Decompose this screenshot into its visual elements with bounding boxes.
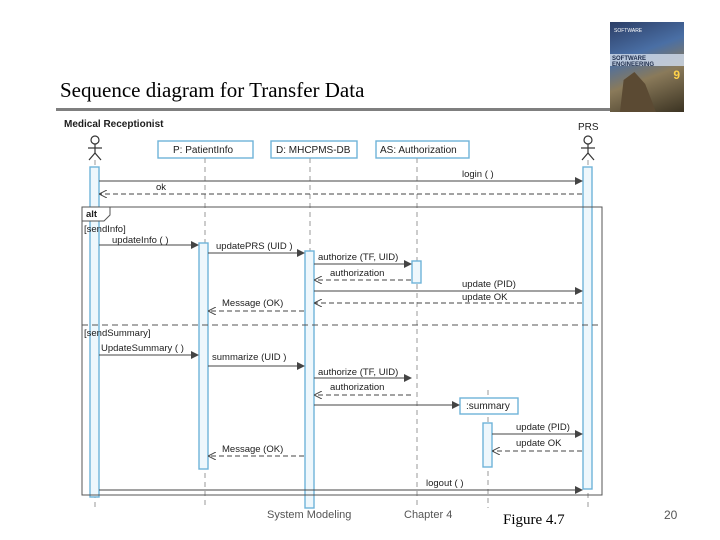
msg-authorization2: authorization bbox=[330, 382, 384, 393]
alt-fragment-tag bbox=[81, 206, 111, 222]
msg-updateinfo: updateInfo ( ) bbox=[112, 235, 169, 246]
actor-receptionist-icon bbox=[88, 135, 102, 161]
alt-guard-sendsummary: [sendSummary] bbox=[84, 328, 151, 339]
object-db-label: D: MHCPMS-DB bbox=[276, 145, 351, 156]
cover-edition: 9 bbox=[673, 68, 680, 82]
cover-band bbox=[610, 54, 684, 66]
footer-chapter: Chapter 4 bbox=[404, 509, 453, 521]
actor-prs-label: PRS bbox=[578, 122, 599, 133]
msg-logout: logout ( ) bbox=[426, 478, 464, 489]
msg-summarize: summarize (UID ) bbox=[212, 352, 286, 363]
book-cover-image: SOFTWARE SOFTWARE ENGINEERING 9 bbox=[610, 22, 684, 112]
msg-updatesummary: UpdateSummary ( ) bbox=[101, 343, 184, 354]
msg-authorize1: authorize (TF, UID) bbox=[318, 252, 398, 263]
actor-prs-icon bbox=[581, 135, 595, 161]
msg-update-ok2: update OK bbox=[516, 438, 562, 449]
msg-update-pid1: update (PID) bbox=[462, 279, 516, 290]
msg-update-pid2: update (PID) bbox=[516, 422, 570, 433]
msg-message-ok2: Message (OK) bbox=[222, 444, 283, 455]
alt-fragment-frame bbox=[81, 206, 603, 496]
object-summary-label: :summary bbox=[466, 401, 510, 412]
cover-top-text: SOFTWARE bbox=[614, 28, 643, 34]
msg-authorize2: authorize (TF, UID) bbox=[318, 367, 398, 378]
object-auth-label: AS: Authorization bbox=[380, 145, 457, 156]
alt-guard-sendinfo: [sendInfo] bbox=[84, 224, 126, 235]
cover-title-text: SOFTWARE ENGINEERING bbox=[612, 56, 655, 68]
actor-receptionist-label: Medical Receptionist bbox=[64, 119, 164, 130]
page-number: 20 bbox=[664, 508, 678, 522]
object-db-box bbox=[270, 140, 358, 159]
object-summary-box bbox=[459, 397, 519, 415]
object-patientinfo-label: P: PatientInfo bbox=[173, 145, 233, 156]
slide-title: Sequence diagram for Transfer Data bbox=[60, 78, 365, 102]
activation-bars bbox=[89, 166, 593, 509]
figure-label: Figure 4.7 bbox=[503, 512, 565, 528]
object-auth-box bbox=[375, 140, 470, 159]
lifelines bbox=[94, 158, 589, 508]
title-underline bbox=[56, 108, 610, 111]
messages: login ( ) ok updateInfo ( ) updatePRS (U… bbox=[99, 169, 583, 494]
msg-login: login ( ) bbox=[462, 169, 494, 180]
alt-operator: alt bbox=[86, 209, 98, 220]
msg-ok: ok bbox=[156, 182, 166, 193]
msg-message-ok1: Message (OK) bbox=[222, 298, 283, 309]
msg-updateprs: updatePRS (UID ) bbox=[216, 241, 293, 252]
msg-authorization1: authorization bbox=[330, 268, 384, 279]
msg-update-ok1: update OK bbox=[462, 292, 508, 303]
footer-system-modeling: System Modeling bbox=[267, 509, 352, 521]
